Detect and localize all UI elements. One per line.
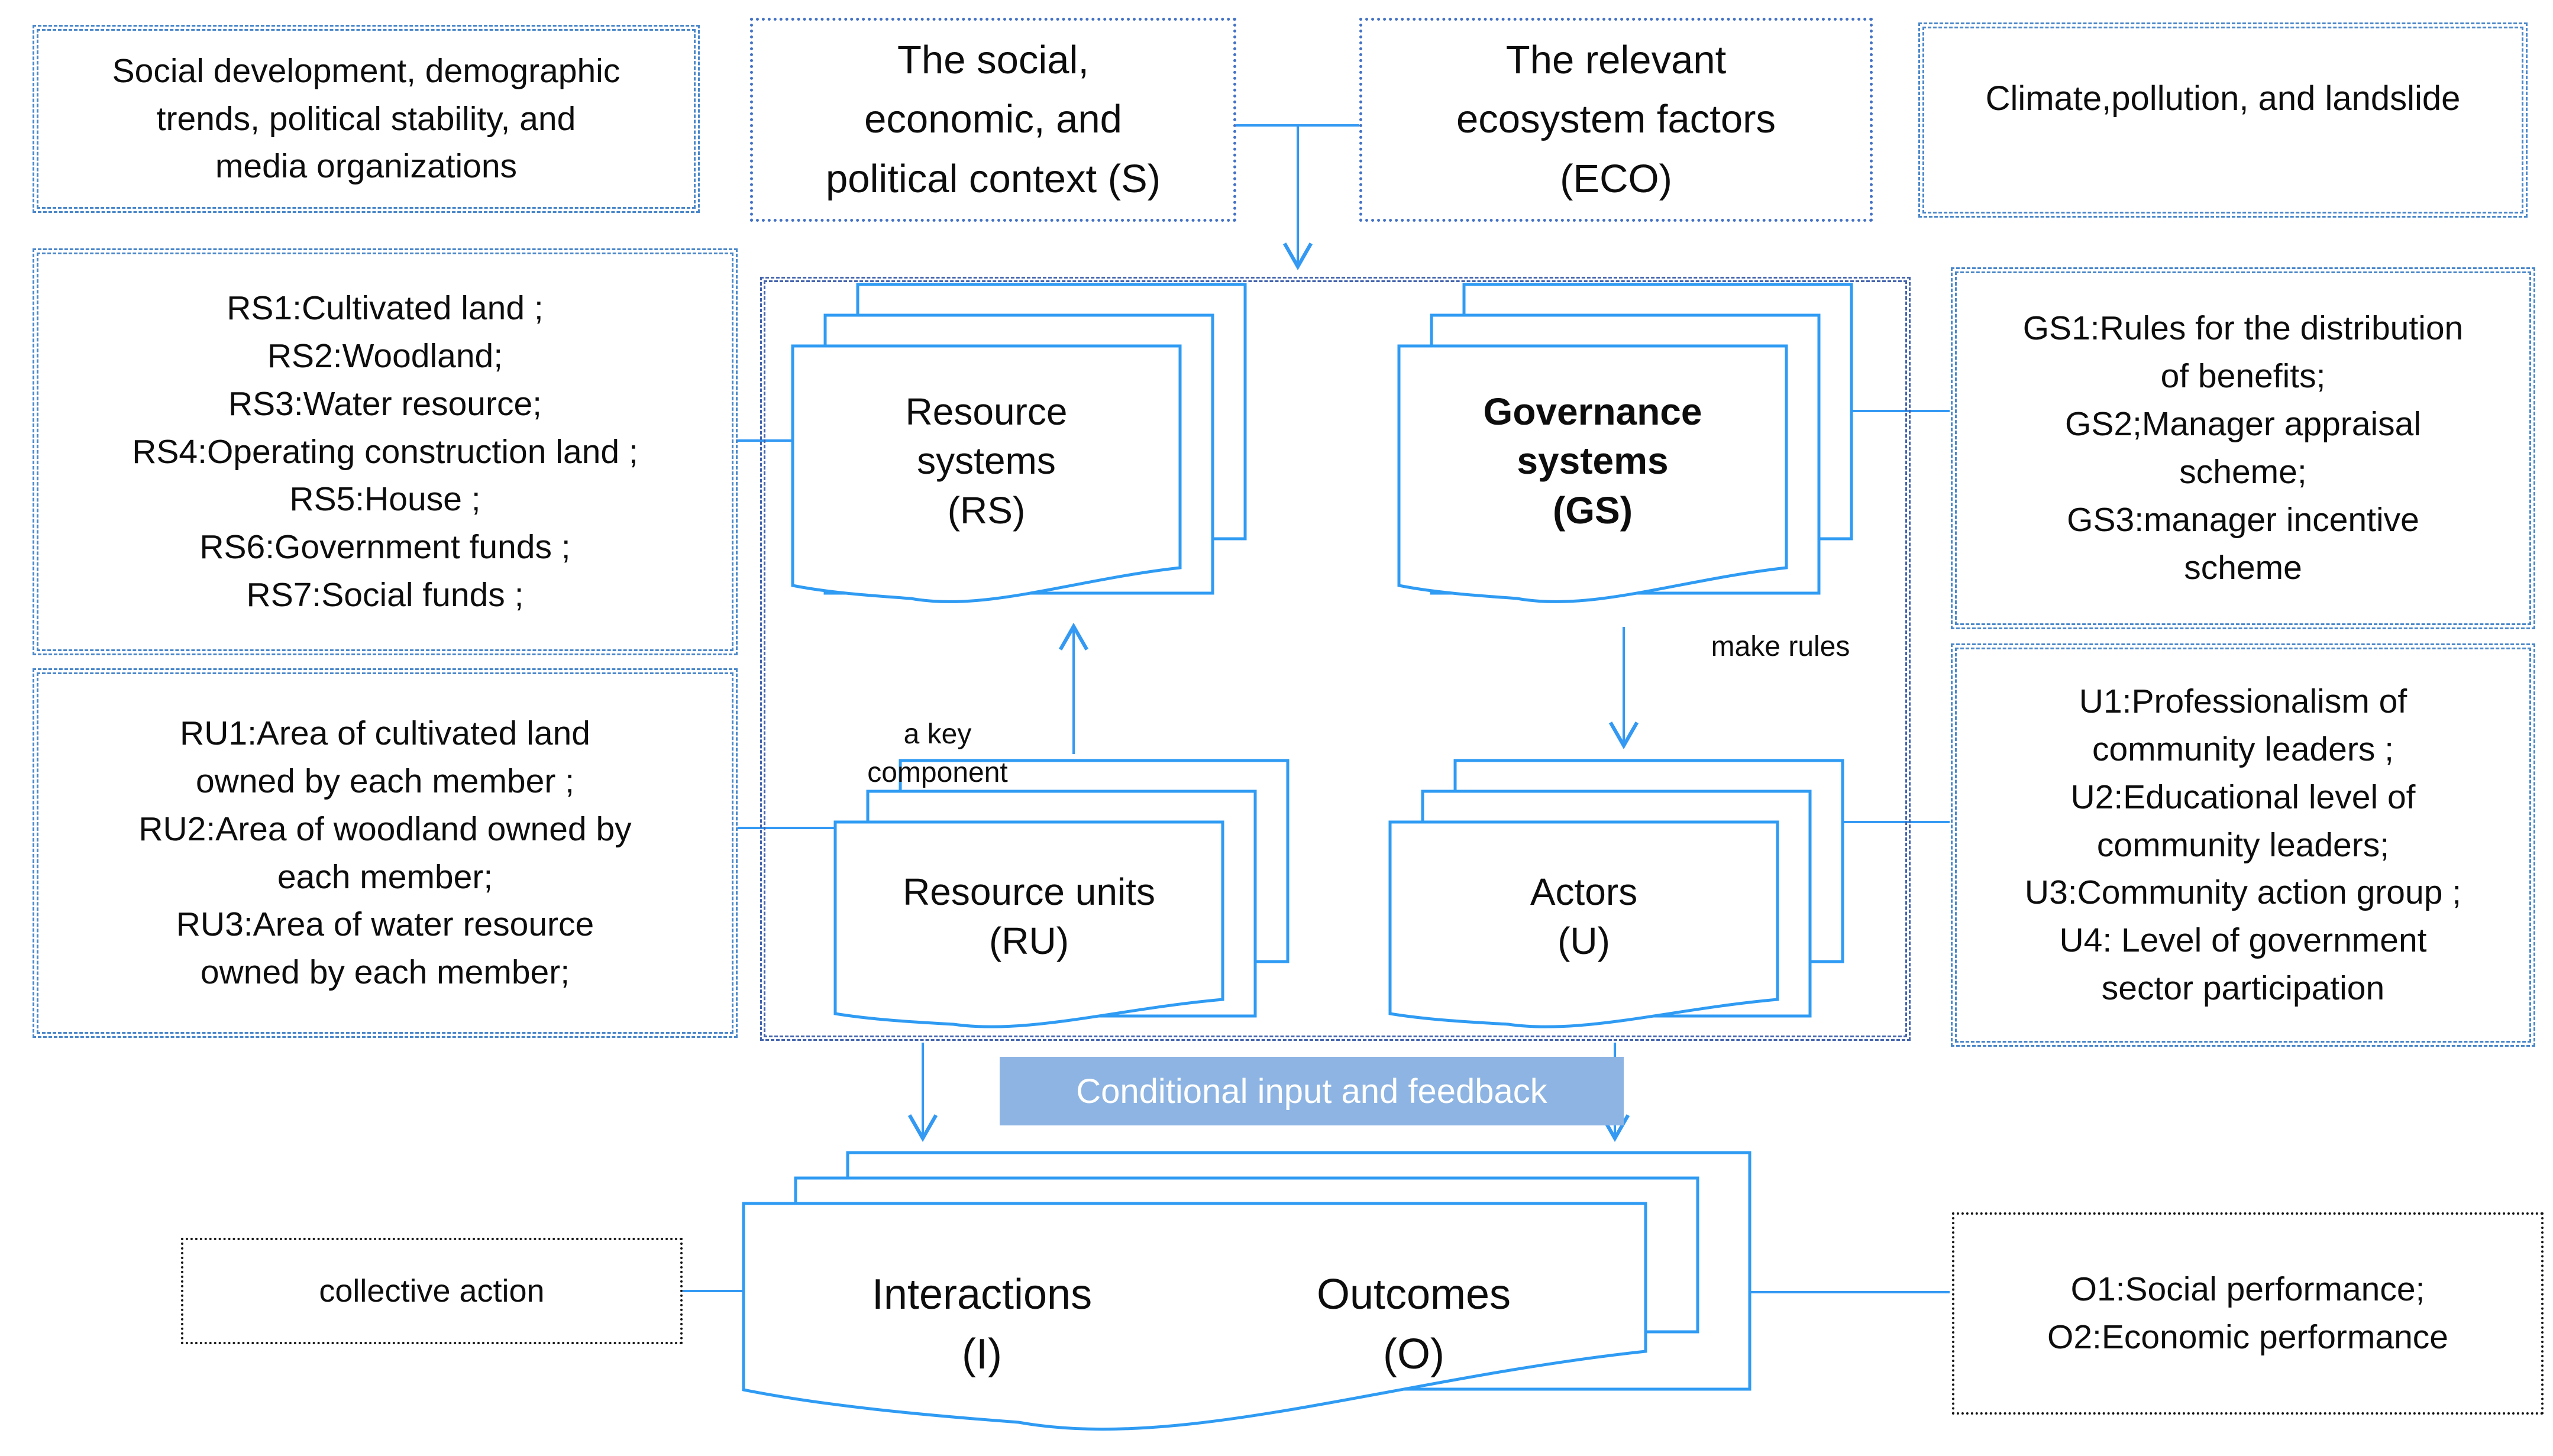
- outcomes-label: Outcomes (O): [1316, 1271, 1511, 1378]
- resource-systems-stack: [791, 283, 1247, 603]
- u-indicators-box: U1:Professionalism of community leaders …: [1951, 643, 2535, 1047]
- resource-units-label: Resource units (RU): [903, 870, 1155, 962]
- actors-page-front: [1388, 820, 1779, 1028]
- climate-pollution-landslide-box: Climate,pollution, and landslide: [1918, 22, 2528, 218]
- o-indicators-box: O1:Social performance; O2:Economic perfo…: [1952, 1212, 2544, 1415]
- governance-systems-label: Governance systems (GS): [1483, 390, 1702, 532]
- collective-action-box: collective action: [181, 1238, 683, 1344]
- social-context-factors-box: Social development, demographic trends, …: [33, 25, 700, 213]
- conditional-input-feedback-band: Conditional input and feedback: [1000, 1057, 1624, 1125]
- core-subsystems-container: [760, 277, 1911, 1041]
- ru-indicators-box: RU1:Area of cultivated land owned by eac…: [33, 668, 738, 1038]
- actors-label: Actors (U): [1530, 870, 1638, 962]
- governance-systems-stack: [1397, 283, 1853, 603]
- governance-systems-page-front: [1397, 344, 1788, 603]
- io-page-front: [742, 1202, 1647, 1431]
- relevant-ecosystem-factors-box: The relevant ecosystem factors (ECO): [1359, 18, 1873, 222]
- gs-indicators-box: GS1:Rules for the distribution of benefi…: [1951, 267, 2535, 629]
- resource-units-stack: [833, 759, 1290, 1028]
- resource-units-page-front: [833, 820, 1224, 1028]
- interactions-outcomes-stack: [742, 1151, 1751, 1431]
- actors-stack: [1388, 759, 1844, 1028]
- resource-systems-page-front: [791, 344, 1182, 603]
- rs-indicators-box: RS1:Cultivated land ; RS2:Woodland; RS3:…: [33, 248, 738, 655]
- social-economic-political-context-box: The social, economic, and political cont…: [750, 18, 1236, 222]
- key-component-label: a key component: [867, 719, 1008, 788]
- interactions-label: Interactions (I): [871, 1271, 1093, 1378]
- resource-systems-label: Resource systems (RS): [905, 390, 1068, 532]
- make-rules-label: make rules: [1711, 631, 1850, 662]
